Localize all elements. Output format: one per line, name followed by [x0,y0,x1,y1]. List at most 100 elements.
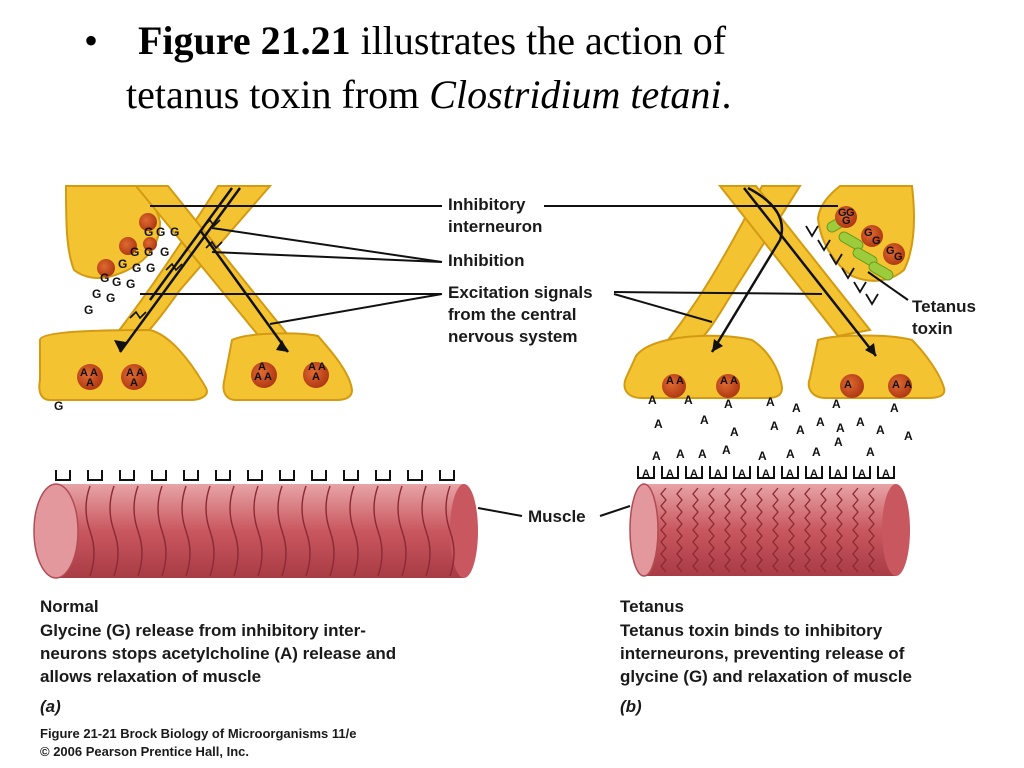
organism-name: Clostridium tetani [429,72,722,117]
ach-mark: A [904,429,913,443]
credit-line-1: Figure 21-21 Brock Biology of Microorgan… [40,726,356,741]
vesicles-interneuron-a [97,213,157,277]
leader-excitation-2 [269,293,443,325]
glycine-mark: G [92,287,101,301]
glycine-mark: G [84,303,93,317]
figure-credit: Figure 21-21 Brock Biology of Microorgan… [40,726,356,759]
caption-b: Tetanus Tetanus toxin binds to inhibitor… [620,597,912,716]
ach-mark: A [676,375,684,387]
glycine-mark: G [146,261,155,275]
ach-mark: A [254,371,262,383]
ach-mark: A [856,415,865,429]
ach-mark: A [648,393,657,407]
muscle-a [33,483,478,579]
ach-mark: A [130,377,138,389]
released-acetylcholine: A A A A A A A A A A A A A A A A A A A A … [648,393,913,463]
ach-mark: A [684,393,693,407]
caption-a: Normal Glycine (G) release from inhibito… [40,597,396,716]
ach-mark: A [758,449,767,463]
ach-mark: A [834,468,842,480]
glycine-mark: G [132,261,141,275]
label-interneuron: interneuron [448,217,542,236]
axon-branch-b-right [717,185,872,338]
glycine-mark: G [144,225,153,239]
glycine-mark: G [156,225,165,239]
ach-mark: A [844,379,852,391]
ach-mark: A [810,468,818,480]
excitation-line-b-2 [743,187,877,357]
glycine-mark: G [130,245,139,259]
ach-mark: A [766,395,775,409]
ach-mark: A [136,367,144,379]
ach-mark: A [724,397,733,411]
glycine-mark: G [886,245,895,257]
glycine-mark: G [842,215,851,227]
ach-mark: A [836,421,845,435]
inhibition-line-a [198,229,290,353]
ach-mark: A [642,468,650,480]
caption-a-line-3: allows relaxation of muscle [40,667,261,686]
ach-mark: A [312,371,320,383]
leader-inhibition-2 [211,251,443,263]
center-labels: Inhibitory interneuron Inhibition Excita… [448,195,976,526]
glycine-mark: G [112,275,121,289]
caption-b-title: Tetanus [620,597,684,616]
credit-line-2: © 2006 Pearson Prentice Hall, Inc. [40,744,249,759]
caption-b-line-2: interneurons, preventing release of [620,644,905,663]
caption-a-line-2: neurons stops acetylcholine (A) release … [40,644,396,663]
ach-mark: A [666,468,674,480]
panel-b-signal-lines [710,186,877,357]
leader-muscle-left [477,507,523,517]
ach-mark: A [796,423,805,437]
label-inhibitory: Inhibitory [448,195,526,214]
arrowhead-a-1 [114,340,126,352]
ach-mark: A [738,468,746,480]
glycine-mark: G [170,225,179,239]
glycine-labels-a: G G G G G G G G G G G G G G G G [54,225,179,413]
excitation-line-b-1 [710,186,784,353]
ach-mark: A [876,423,885,437]
ach-vesicles-a: A A A A A A A A A A A A [77,361,329,390]
label-muscle: Muscle [528,507,586,526]
glycine-mark: G [864,227,873,239]
ach-mark: A [720,375,728,387]
ach-mark: A [866,445,875,459]
blocked-synapse-marks-b [805,225,879,306]
ach-mark: A [890,401,899,415]
glycine-mark: G [144,245,153,259]
caption-b-line-3: glycine (G) and relaxation of muscle [620,667,912,686]
glycine-mark: G [872,235,881,247]
glycine-mark: G [100,271,109,285]
ach-mark: A [308,361,316,373]
ach-mark: A [892,379,900,391]
label-excitation-2: from the central [448,305,576,324]
ach-vesicles-b: A A A A A A A [662,374,912,398]
ach-mark: A [666,375,674,387]
ach-mark: A [714,468,722,480]
title-period: . [721,72,732,117]
caption-b-line-1: Tetanus toxin binds to inhibitory [620,621,883,640]
motor-terminal-a-right [222,332,354,401]
arrowhead-a-2 [276,340,288,352]
leader-excitation-3 [613,291,823,295]
ach-mark: A [812,445,821,459]
ach-mark: A [700,413,709,427]
ach-mark: A [86,377,94,389]
muscle-b [629,483,910,577]
ach-mark: A [762,468,770,480]
ach-mark: A [730,425,739,439]
ach-mark: A [80,367,88,379]
synapse-marks-a [129,218,223,320]
ach-mark: A [90,367,98,379]
ach-mark: A [654,417,663,431]
leader-muscle-right [599,505,631,517]
leader-toxin [867,271,909,301]
arrowhead-b-2 [865,343,876,356]
ach-mark: A [786,447,795,461]
ach-mark: A [258,361,266,373]
caption-a-line-1: Glycine (G) release from inhibitory inte… [40,621,366,640]
title-line-1: Figure 21.21 illustrates the action of [138,14,726,68]
ach-mark: A [676,447,685,461]
leader-excitation-4 [613,293,713,323]
